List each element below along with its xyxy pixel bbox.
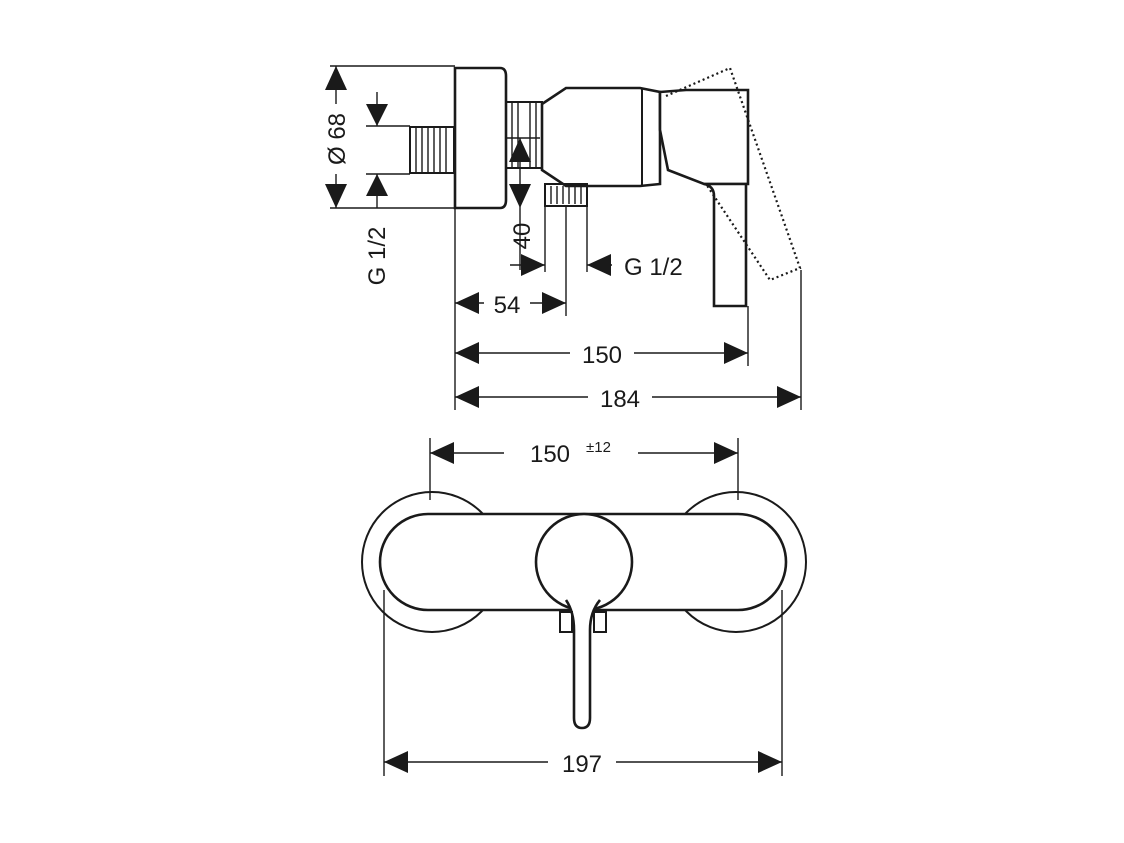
escutcheon	[453, 66, 508, 210]
side-view: Ø 68 G 1/2	[322, 65, 802, 413]
projection-dimension: 150	[455, 338, 748, 369]
diameter-label: Ø 68	[324, 113, 351, 165]
projection-lever-label: 184	[600, 386, 640, 413]
lever-rotated-outline	[665, 66, 802, 282]
outlet-height-dimension: 40	[509, 138, 536, 270]
outlet-thread-dimension: G 1/2	[510, 206, 683, 281]
outlet-height-label: 40	[509, 223, 536, 250]
lever-handle	[703, 182, 748, 308]
valve-body	[540, 86, 662, 188]
outlet-offset-label: 54	[494, 292, 521, 319]
inlet-nipple	[409, 126, 455, 174]
projection-label: 150	[582, 342, 622, 369]
lever-disc	[534, 512, 634, 612]
outlet-thread-label: G 1/2	[624, 254, 683, 281]
center-distance-label: 150	[530, 441, 570, 468]
lever-collar-left	[559, 611, 573, 633]
overall-width-label: 197	[562, 751, 602, 778]
inlet-thread-label: G 1/2	[364, 227, 391, 286]
center-tolerance-label: ±12	[586, 439, 611, 456]
projection-lever-dimension: 184	[455, 382, 801, 413]
lever-housing	[658, 88, 750, 186]
inlet-thread-dimension: G 1/2	[364, 92, 410, 285]
overall-width-dimension: 197	[384, 746, 782, 778]
center-distance-dimension: 150 ±12	[430, 432, 738, 468]
diameter-dimension: Ø 68	[322, 66, 351, 208]
outlet-offset-dimension: 54	[455, 288, 566, 319]
front-view: 150 ±12 197	[361, 432, 807, 778]
lever-stem	[564, 599, 602, 730]
lever-collar-right	[593, 611, 607, 633]
